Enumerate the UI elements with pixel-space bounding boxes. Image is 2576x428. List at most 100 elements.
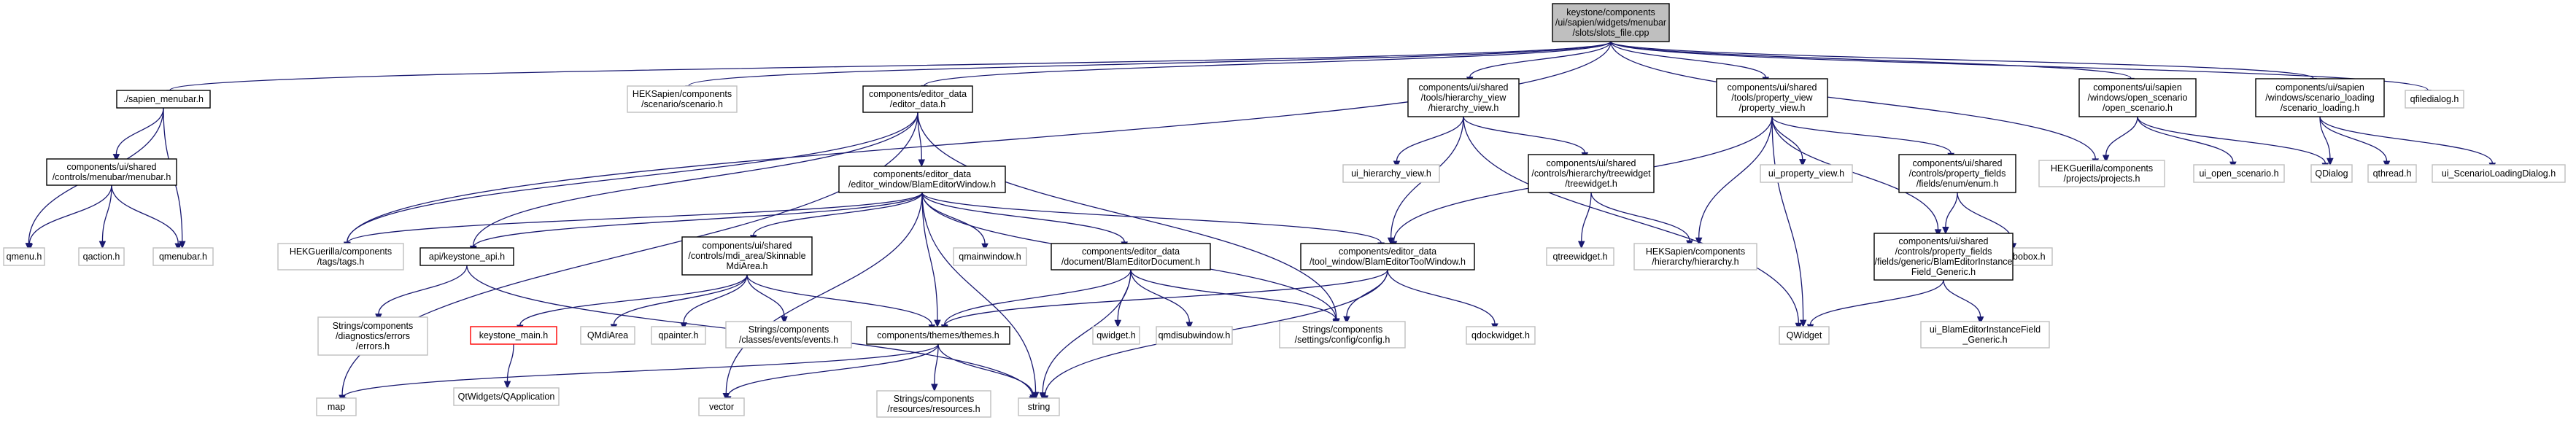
- node-resources-h: Strings/components/resources/resources.h: [876, 390, 991, 418]
- edge-blam_editor_window-to-vector: [722, 192, 923, 401]
- node-keystone-api[interactable]: api/keystone_api.h: [419, 247, 514, 266]
- edge-arrowhead: [98, 241, 107, 249]
- node-blam-editor-window[interactable]: components/editor_data/editor_window/Bla…: [838, 166, 1006, 193]
- node-qapplication: QtWidgets/QApplication: [453, 387, 560, 406]
- edge-line: [28, 184, 112, 244]
- node-label: ui_open_scenario.h: [2199, 168, 2278, 179]
- edge-enum_h-to-blam_instance_field: [1942, 192, 1958, 235]
- node-hierarchy-view[interactable]: components/ui/shared/tools/hierarchy_vie…: [1407, 78, 1520, 117]
- node-box: [1051, 243, 1211, 271]
- node-label: ui_hierarchy_view.h: [1351, 168, 1431, 179]
- edge-blam_instance_field-to-ui_blam_instance: [1943, 279, 1984, 324]
- node-label: /diagnostics/errors: [336, 331, 410, 341]
- node-label: api/keystone_api.h: [429, 252, 505, 262]
- node-box: [725, 321, 852, 349]
- edge-blam_editor_window-to-tags_h: [344, 192, 923, 251]
- node-box: [953, 247, 1027, 266]
- edge-hierarchy_view-to-ui_hierarchy_view: [1393, 116, 1464, 169]
- node-open-scenario[interactable]: components/ui/sapien/windows/open_scenar…: [2078, 78, 2197, 117]
- node-blam-editor-document[interactable]: components/editor_data/document/BlamEdit…: [1051, 243, 1211, 271]
- node-scenario-loading[interactable]: components/ui/sapien/windows/scenario_lo…: [2255, 78, 2385, 117]
- node-label: components/ui/sapien: [2093, 82, 2182, 93]
- edge-menubar_h-to-qmenu: [26, 184, 112, 252]
- node-box: [2405, 90, 2464, 109]
- edge-keystone_main-to-qapplication: [503, 343, 514, 389]
- node-root[interactable]: keystone/components/ui/sapien/widgets/me…: [1552, 3, 1670, 42]
- node-blam-instance-field[interactable]: components/ui/shared/controls/property_f…: [1873, 233, 2014, 281]
- edge-line: [1396, 116, 1464, 162]
- edge-menubar_h-to-qaction: [98, 184, 112, 249]
- node-label: components/editor_data: [1339, 246, 1436, 257]
- node-box: [1873, 233, 2014, 281]
- edge-line: [472, 112, 918, 246]
- node-treewidget[interactable]: components/ui/shared/controls/hierarchy/…: [1528, 154, 1655, 193]
- edge-line: [683, 274, 748, 323]
- node-ui-property-view: ui_property_view.h: [1760, 164, 1853, 183]
- edge-line: [101, 184, 112, 242]
- edge-line: [943, 269, 1132, 325]
- node-label: components/ui/shared: [1913, 158, 2003, 168]
- node-keystone-main: keystone_main.h: [470, 326, 557, 345]
- node-config-h: Strings/components/settings/config/confi…: [1279, 321, 1406, 349]
- edge-line: [688, 41, 1612, 87]
- node-events-h: Strings/components/classes/events/events…: [725, 321, 852, 349]
- node-box: [1760, 164, 1853, 183]
- node-label: Strings/components: [749, 324, 829, 335]
- node-box: [2432, 164, 2566, 183]
- node-box: [1407, 78, 1520, 117]
- node-label: vector: [709, 402, 734, 412]
- node-label: keystone_main.h: [479, 330, 549, 341]
- node-label: /settings/config/config.h: [1295, 335, 1391, 345]
- node-box: [2310, 164, 2353, 183]
- node-menubar-h[interactable]: components/ui/shared/controls/menubar/me…: [46, 158, 177, 186]
- edge-blam_editor_window-to-skinnable_mdi: [749, 192, 923, 244]
- edge-line: [1042, 269, 1132, 393]
- edge-treewidget-to-qtreewidget: [1577, 192, 1592, 249]
- edge-line: [1610, 41, 2314, 79]
- node-label: /open_scenario.h: [2103, 103, 2173, 113]
- edge-arrowhead: [680, 322, 687, 330]
- node-box: [838, 166, 1006, 193]
- node-box: [1552, 3, 1670, 42]
- node-label: qfiledialog.h: [2410, 94, 2459, 104]
- node-label: components/ui/shared: [67, 162, 157, 172]
- node-label: /controls/hierarchy/treewidget: [1531, 168, 1651, 179]
- edge-line: [613, 274, 748, 324]
- node-property-view[interactable]: components/ui/shared/tools/property_view…: [1716, 78, 1828, 117]
- node-box: [2255, 78, 2385, 117]
- node-box: [1018, 397, 1060, 416]
- edge-arrowhead: [918, 159, 926, 168]
- node-label: /classes/events/events.h: [739, 335, 838, 345]
- edge-editor_data-to-config_h: [917, 112, 1340, 327]
- edge-line: [2137, 116, 2326, 164]
- node-label: components/themes/themes.h: [877, 330, 999, 341]
- edge-line: [2319, 116, 2331, 159]
- node-blam-editor-tool-window[interactable]: components/editor_data/tool_window/BlamE…: [1300, 243, 1475, 271]
- edge-arrowhead: [1695, 237, 1703, 246]
- node-editor-data[interactable]: components/editor_data/editor_data.h: [862, 85, 973, 113]
- node-box: [1466, 326, 1536, 345]
- edge-line: [1130, 269, 1337, 321]
- node-label: QMdiArea: [587, 330, 628, 341]
- node-qmdiarea: QMdiArea: [580, 326, 635, 345]
- node-box: [78, 247, 125, 266]
- node-skinnable-mdi[interactable]: components/ui/shared/controls/mdi_area/S…: [681, 236, 813, 276]
- node-label: qwidget.h: [1096, 330, 1136, 341]
- node-sapien-menubar[interactable]: ./sapien_menubar.h: [116, 90, 211, 109]
- node-qtreewidget: qtreewidget.h: [1546, 247, 1614, 266]
- node-themes-h[interactable]: components/themes/themes.h: [866, 326, 1010, 345]
- node-qwidget: QWidget: [1779, 326, 1830, 345]
- node-qdialog: QDialog: [2310, 164, 2353, 183]
- edge-arrowhead: [2102, 155, 2110, 163]
- node-box: [2367, 164, 2417, 183]
- edge-property_view-to-hierarchy_h: [1695, 116, 1773, 246]
- edge-line: [921, 192, 1037, 393]
- node-label: components/ui/shared: [1728, 82, 1817, 93]
- node-enum-h[interactable]: components/ui/shared/controls/property_f…: [1898, 154, 2016, 193]
- node-label: Strings/components: [894, 394, 974, 404]
- node-label: qthread.h: [2373, 168, 2412, 179]
- node-label: qmainwindow.h: [959, 252, 1021, 262]
- edge-arrowhead: [781, 316, 788, 324]
- edge-property_view-to-qwidget: [1771, 116, 1807, 328]
